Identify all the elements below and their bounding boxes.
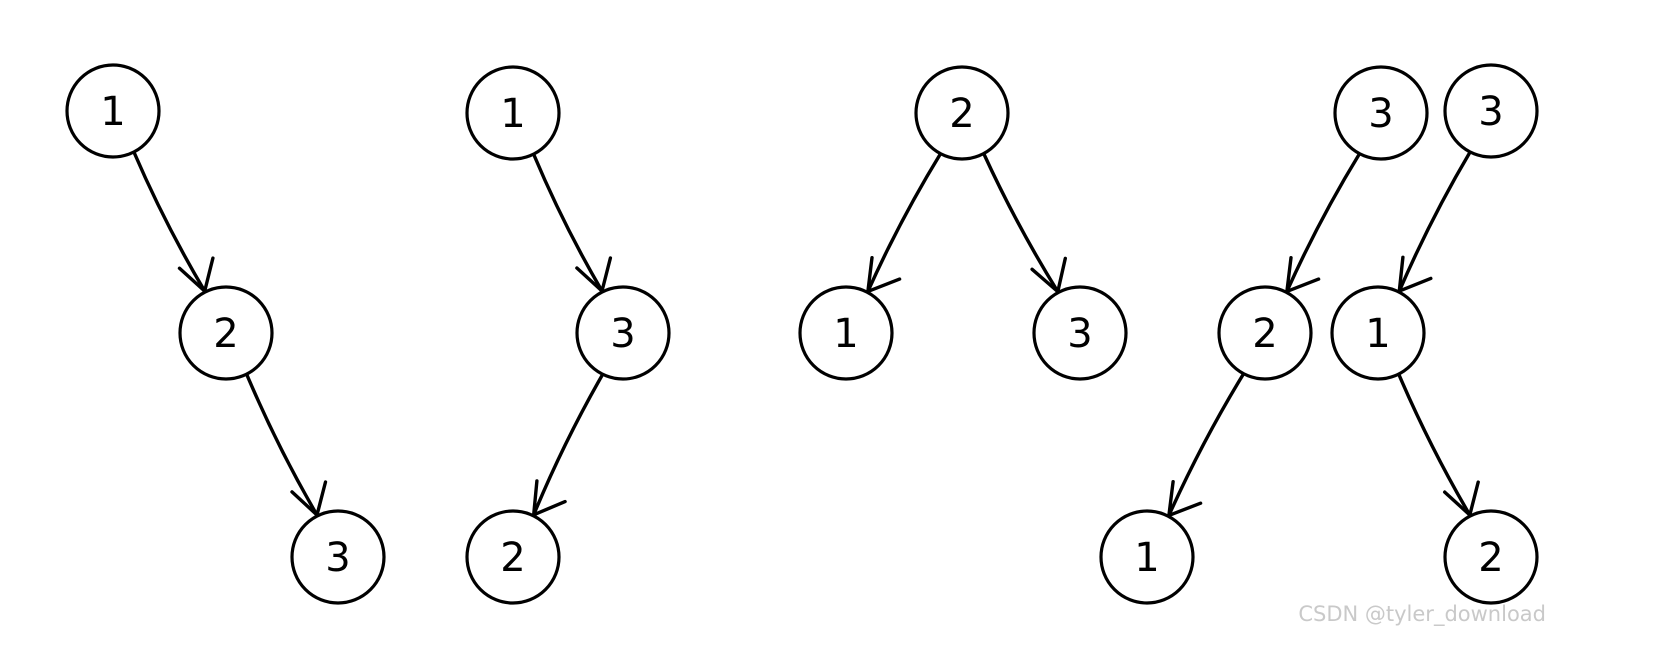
node-circle xyxy=(465,509,561,605)
node-label: 2 xyxy=(500,535,525,581)
tree-edge xyxy=(1397,150,1472,293)
node-label: 3 xyxy=(610,311,635,357)
node-circle xyxy=(1330,285,1426,381)
tree-group: 2 1 3 xyxy=(798,65,1128,381)
node-circle xyxy=(798,285,894,381)
tree-node[interactable]: 3 xyxy=(1333,65,1429,161)
node-label: 1 xyxy=(1134,535,1159,581)
tree-group: 3 2 1 xyxy=(1099,65,1429,605)
node-label: 2 xyxy=(1252,311,1277,357)
tree-node[interactable]: 1 xyxy=(65,63,161,159)
tree-group: 1 2 3 xyxy=(65,63,386,605)
tree-edge xyxy=(866,152,943,294)
node-circle xyxy=(65,63,161,159)
node-circle xyxy=(1443,63,1539,159)
node-label: 1 xyxy=(833,311,858,357)
tree-edge xyxy=(132,150,215,293)
arrowhead-icon xyxy=(532,479,567,517)
tree-node[interactable]: 3 xyxy=(1032,285,1128,381)
tree-node[interactable]: 2 xyxy=(914,65,1010,161)
node-circle xyxy=(290,509,386,605)
tree-edge xyxy=(531,152,613,293)
tree-edge xyxy=(982,151,1067,294)
node-circle xyxy=(1099,509,1195,605)
node-circle xyxy=(1217,285,1313,381)
node-circle xyxy=(575,285,671,381)
tree-node[interactable]: 1 xyxy=(1099,509,1195,605)
node-label: 2 xyxy=(213,311,238,357)
node-label: 3 xyxy=(325,535,350,581)
watermark-label: CSDN @tyler_download xyxy=(1298,602,1546,626)
node-label: 2 xyxy=(1478,535,1503,581)
tree-node[interactable]: 1 xyxy=(465,65,561,161)
arrowhead-icon xyxy=(1397,255,1433,293)
node-label: 3 xyxy=(1368,91,1393,137)
tree-node[interactable]: 3 xyxy=(575,285,671,381)
node-label: 1 xyxy=(100,89,125,135)
tree-node[interactable]: 1 xyxy=(798,285,894,381)
node-label: 2 xyxy=(949,91,974,137)
tree-node[interactable]: 2 xyxy=(465,509,561,605)
node-label: 1 xyxy=(500,91,525,137)
node-circle xyxy=(178,285,274,381)
tree-node[interactable]: 3 xyxy=(290,509,386,605)
arrowhead-icon xyxy=(866,256,902,294)
node-circle xyxy=(1032,285,1128,381)
tree-node[interactable]: 2 xyxy=(1443,509,1539,605)
tree-edge xyxy=(1167,372,1246,518)
tree-group: 3 1 2 xyxy=(1330,63,1539,605)
arrowhead-icon xyxy=(1167,480,1203,518)
tree-node[interactable]: 2 xyxy=(178,285,274,381)
tree-edge xyxy=(1397,372,1480,517)
tree-group: 1 3 2 xyxy=(465,65,671,605)
tree-edge xyxy=(532,372,605,517)
tree-edge xyxy=(1285,152,1362,294)
node-label: 1 xyxy=(1365,311,1390,357)
tree-node[interactable]: 3 xyxy=(1443,63,1539,159)
tree-node[interactable]: 2 xyxy=(1217,285,1313,381)
arrowhead-icon xyxy=(1285,256,1321,294)
node-label: 3 xyxy=(1478,89,1503,135)
node-circle xyxy=(465,65,561,161)
tree-node[interactable]: 1 xyxy=(1330,285,1426,381)
node-circle xyxy=(914,65,1010,161)
node-label: 3 xyxy=(1067,311,1092,357)
node-circle xyxy=(1443,509,1539,605)
node-circle xyxy=(1333,65,1429,161)
tree-edge xyxy=(244,372,328,517)
